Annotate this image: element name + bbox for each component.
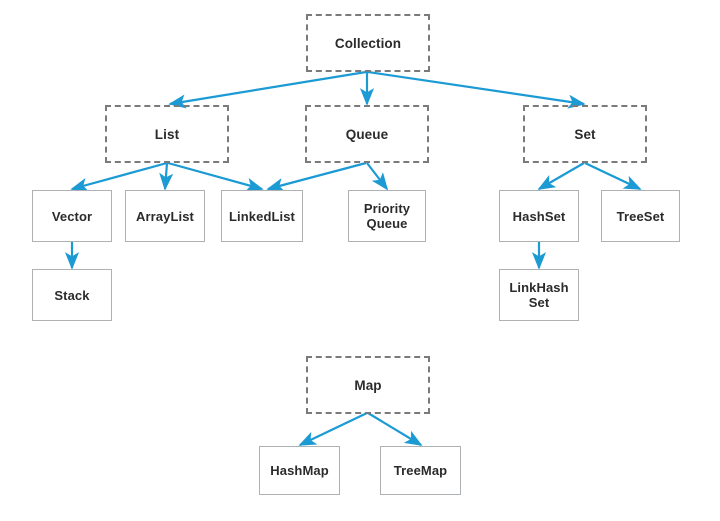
edge-collection-to-list	[168, 70, 367, 109]
node-label-vector: Vector	[51, 208, 93, 224]
node-label-arraylist: ArrayList	[136, 208, 194, 224]
edge-queue-to-priorityqueue	[366, 162, 389, 191]
node-label-stack: Stack	[54, 287, 90, 303]
edge-map-to-treemap	[367, 412, 423, 446]
node-linkedlist[interactable]: LinkedList	[221, 190, 303, 242]
node-label-treemap: TreeMap	[393, 463, 448, 478]
node-priorityqueue[interactable]: Priority Queue	[348, 190, 426, 242]
edge-collection-to-set	[367, 70, 586, 109]
edge-list-to-arraylist	[159, 162, 174, 191]
node-set[interactable]: Set	[523, 105, 647, 163]
node-treemap[interactable]: TreeMap	[380, 446, 461, 495]
node-hashmap[interactable]: HashMap	[259, 446, 340, 495]
node-label-set: Set	[574, 126, 596, 142]
node-label-treeset: TreeSet	[616, 208, 665, 224]
node-label-queue: Queue	[345, 126, 389, 142]
node-linkhashset[interactable]: LinkHash Set	[499, 269, 579, 321]
node-arraylist[interactable]: ArrayList	[125, 190, 205, 242]
edge-list-to-linkedlist	[167, 161, 264, 192]
node-label-hashset: HashSet	[512, 208, 566, 224]
node-list[interactable]: List	[105, 105, 229, 163]
node-label-list: List	[154, 126, 180, 142]
inheritance-edges	[64, 70, 642, 446]
node-collection[interactable]: Collection	[306, 14, 430, 72]
node-hashset[interactable]: HashSet	[499, 190, 579, 242]
node-queue[interactable]: Queue	[305, 105, 429, 163]
node-stack[interactable]: Stack	[32, 269, 112, 321]
node-label-linkedlist: LinkedList	[228, 208, 295, 224]
node-vector[interactable]: Vector	[32, 190, 112, 242]
edge-set-to-hashset	[537, 162, 585, 190]
edge-map-to-hashmap	[298, 412, 368, 446]
node-label-linkhashset: LinkHash Set	[509, 280, 569, 310]
node-map[interactable]: Map	[306, 356, 430, 414]
node-label-priorityqueue: Priority Queue	[363, 201, 411, 231]
edge-list-to-vector	[70, 161, 168, 192]
node-label-collection: Collection	[334, 35, 402, 51]
node-treeset[interactable]: TreeSet	[601, 190, 680, 242]
node-label-map: Map	[354, 377, 382, 393]
edge-set-to-treeset	[584, 162, 642, 190]
node-label-hashmap: HashMap	[270, 463, 329, 478]
edge-queue-to-linkedlist	[266, 161, 367, 192]
